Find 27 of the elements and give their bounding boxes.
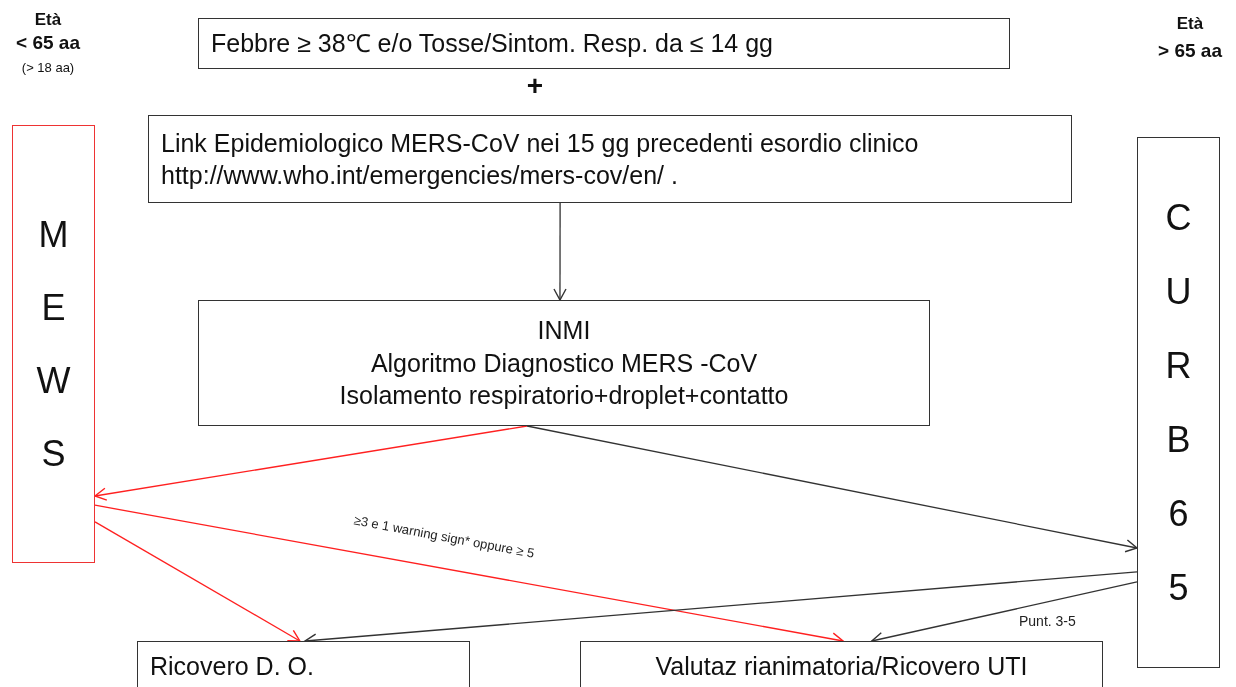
age-label: < 65 aa: [16, 32, 80, 54]
process-box: [148, 115, 1072, 203]
age-label: > 65 aa: [1158, 40, 1222, 62]
process-box: [137, 641, 470, 687]
arrow: [553, 202, 567, 301]
box-text: Algoritmo Diagnostico MERS -CoV: [370, 347, 758, 379]
box-text: Valutaz rianimatoria/Ricovero UTI: [655, 650, 1028, 682]
process-box: [580, 641, 1103, 687]
box-text: Isolamento respiratorio+droplet+contatto: [339, 380, 789, 412]
age-label: Età: [34, 10, 62, 30]
box-text: INMI: [537, 315, 591, 347]
arrow: [94, 425, 528, 501]
age-label: Età: [1176, 14, 1204, 34]
arrow: [94, 521, 301, 642]
edge-label: Punt. 3-5: [1017, 613, 1078, 629]
plus-sign: +: [526, 70, 544, 102]
vertical-label: CURB65: [1164, 195, 1193, 610]
process-box: [198, 300, 930, 426]
score-box: [12, 125, 95, 563]
box-text: Link Epidemiologico MERS-CoV nei 15 gg precedenti esordio clinico http://www.who.int/emergencies/mers-cov/en/ .: [161, 127, 920, 191]
box-text: Ricovero D. O.: [150, 650, 314, 682]
score-box: [1137, 137, 1220, 668]
age-label: (> 18 aa): [21, 60, 75, 75]
arrow: [526, 425, 1138, 553]
box-text: Febbre ≥ 38℃ e/o Tosse/Sintom. Resp. da ≤ 14 gg: [211, 28, 773, 60]
process-box: [198, 18, 1010, 69]
vertical-label: MEWS: [35, 213, 72, 476]
